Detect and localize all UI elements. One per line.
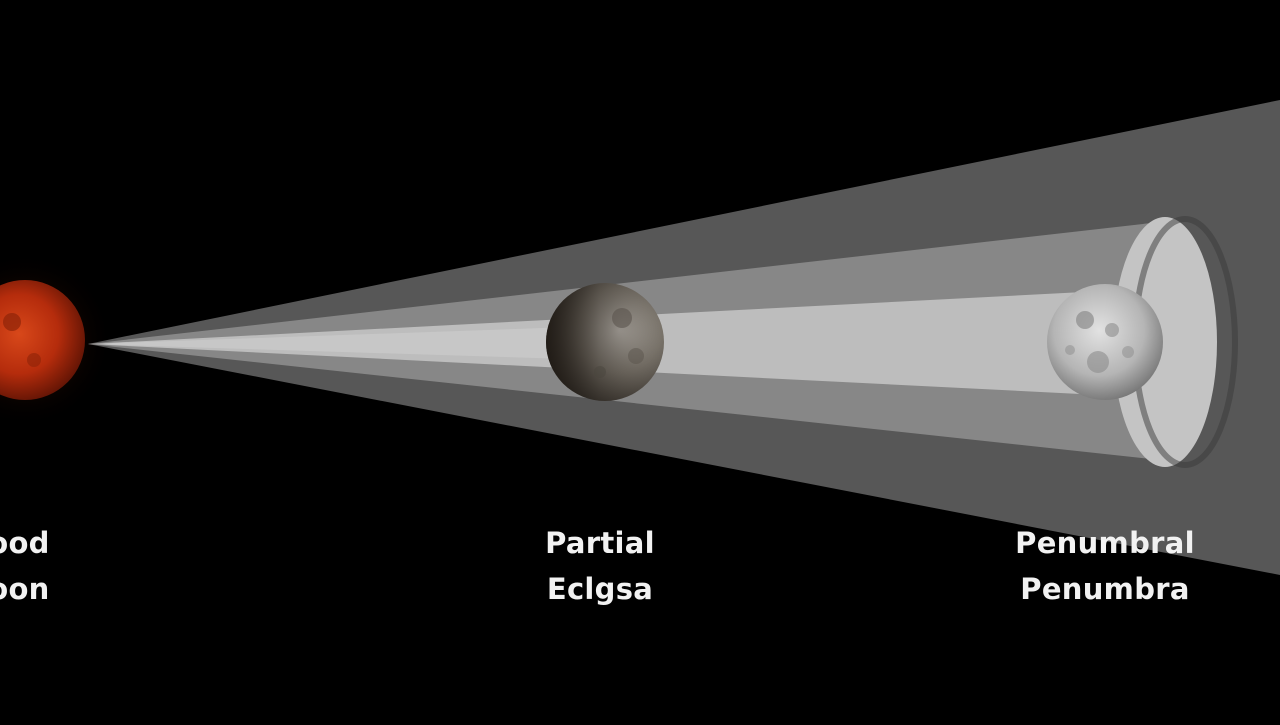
blood-moon-crater — [27, 353, 41, 367]
penumbral-moon-crater — [1105, 323, 1119, 337]
penumbral-moon — [1047, 284, 1163, 400]
shadow-core — [88, 326, 600, 360]
partial-eclipse-label-line1: Partial — [545, 526, 655, 560]
partial-moon-crater — [628, 348, 644, 364]
blood-moon — [0, 280, 85, 400]
partial-moon-crater — [612, 308, 632, 328]
blood-moon-label-line1: lood — [0, 526, 50, 560]
blood-moon-label-line2: loon — [0, 572, 50, 606]
penumbral-moon-crater — [1087, 351, 1109, 373]
penumbral-moon-crater — [1122, 346, 1134, 358]
penumbral-moon-crater — [1065, 345, 1075, 355]
partial-eclipse-label: Partial Eclgsa — [500, 520, 700, 612]
partial-eclipse-label-line2: Eclgsa — [546, 572, 654, 606]
partial-moon-crater — [594, 366, 606, 378]
penumbral-moon-crater — [1076, 311, 1094, 329]
blood-moon-label: lood loon — [0, 520, 88, 612]
blood-moon-crater — [3, 313, 21, 331]
partial-eclipse-moon-shadow — [546, 283, 664, 401]
penumbral-label: Penumbral Penumbra — [985, 520, 1225, 612]
penumbral-label-line2: Penumbra — [1020, 572, 1190, 606]
penumbral-label-line1: Penumbral — [1015, 526, 1195, 560]
